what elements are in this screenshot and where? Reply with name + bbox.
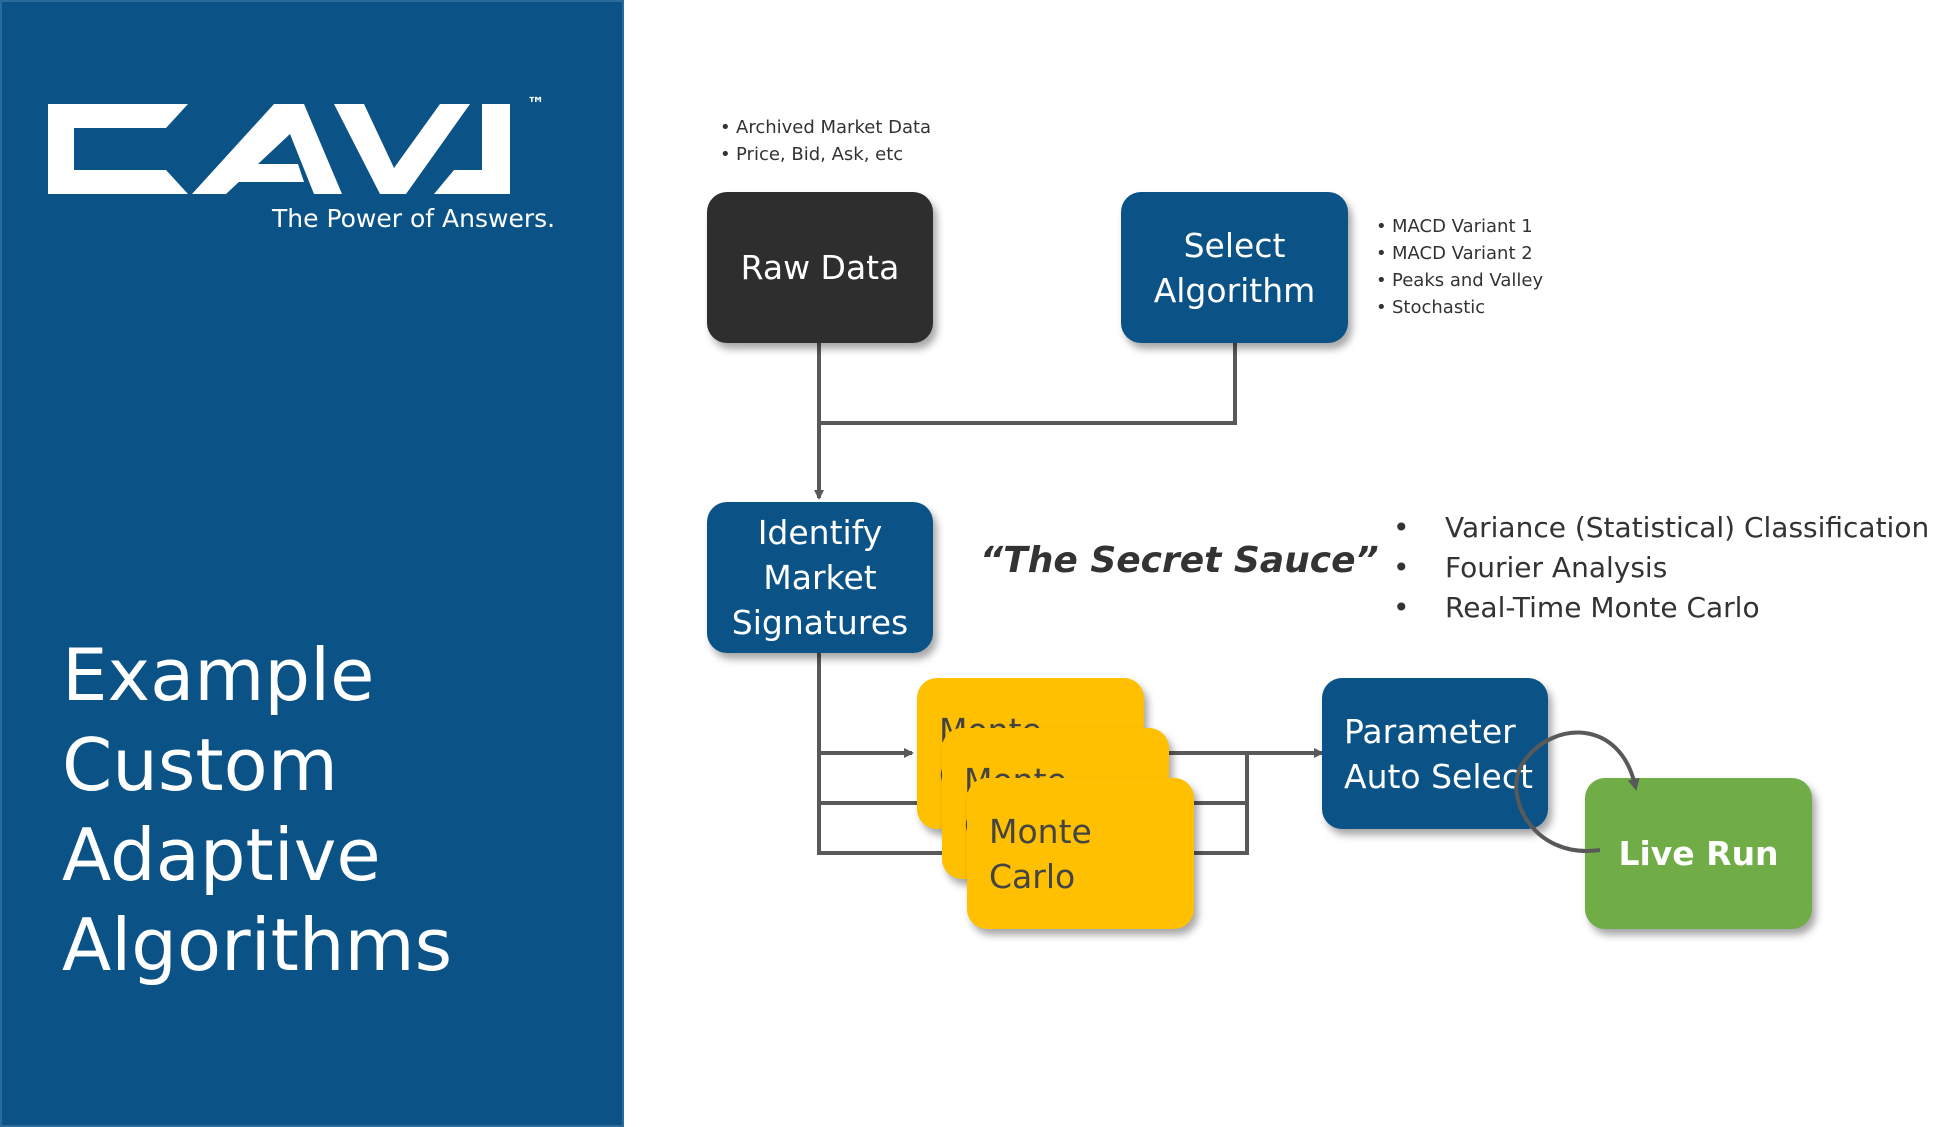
identify-label-1: Identify: [757, 513, 883, 552]
title-line-1: Example: [62, 633, 375, 717]
identify-label-3: Signatures: [731, 603, 909, 642]
algorithm-notes: MACD Variant 1 MACD Variant 2 Peaks and …: [1376, 213, 1543, 321]
secret-sauce-caption: “The Secret Sauce”: [980, 540, 1379, 581]
title-line-2: Custom: [62, 723, 338, 807]
parameter-label-2: Auto Select: [1344, 756, 1533, 796]
page-title: Example Custom Adaptive Algorithms: [62, 630, 452, 990]
cavu-logo: [48, 104, 510, 194]
identify-notes: Variance (Statistical) Classification Fo…: [1393, 508, 1929, 628]
parameter-label-1: Parameter: [1344, 711, 1516, 751]
sidebar-panel: ™ The Power of Answers. Example Custom A…: [0, 0, 624, 1127]
parameter-auto-select-box: Parameter Auto Select: [1322, 678, 1548, 829]
algorithm-note-1: MACD Variant 1: [1376, 213, 1543, 240]
identify-note-3: Real-Time Monte Carlo: [1393, 588, 1929, 628]
algorithm-note-2: MACD Variant 2: [1376, 240, 1543, 267]
algorithm-note-3: Peaks and Valley: [1376, 267, 1543, 294]
title-line-4: Algorithms: [62, 903, 453, 987]
select-algorithm-box: Select Algorithm: [1121, 192, 1348, 343]
identify-market-signatures-box: Identify Market Signatures: [707, 502, 933, 653]
algorithm-note-4: Stochastic: [1376, 294, 1543, 321]
select-algorithm-label-1: Select: [1183, 225, 1286, 265]
raw-data-notes: Archived Market Data Price, Bid, Ask, et…: [720, 114, 931, 168]
tagline: The Power of Answers.: [272, 204, 556, 233]
raw-data-note-2: Price, Bid, Ask, etc: [720, 141, 931, 168]
live-run-label: Live Run: [1618, 834, 1779, 873]
identify-note-1: Variance (Statistical) Classification: [1393, 508, 1929, 548]
title-line-3: Adaptive: [62, 813, 381, 897]
monte-carlo-3-label-1: Monte: [989, 811, 1092, 851]
raw-data-box: Raw Data: [707, 192, 933, 343]
monte-carlo-3-label-2: Carlo: [989, 856, 1076, 896]
live-run-box: Live Run: [1585, 778, 1812, 929]
trademark-symbol: ™: [527, 94, 545, 115]
connector-select-to-merge: [819, 343, 1237, 425]
identify-note-2: Fourier Analysis: [1393, 548, 1929, 588]
select-algorithm-label-2: Algorithm: [1153, 270, 1316, 310]
raw-data-note-1: Archived Market Data: [720, 114, 931, 141]
raw-data-label: Raw Data: [740, 248, 900, 287]
connector-monte-3-out: [1194, 803, 1249, 855]
identify-label-2: Market: [763, 558, 877, 597]
monte-carlo-box-3: Monte Carlo: [967, 778, 1194, 929]
